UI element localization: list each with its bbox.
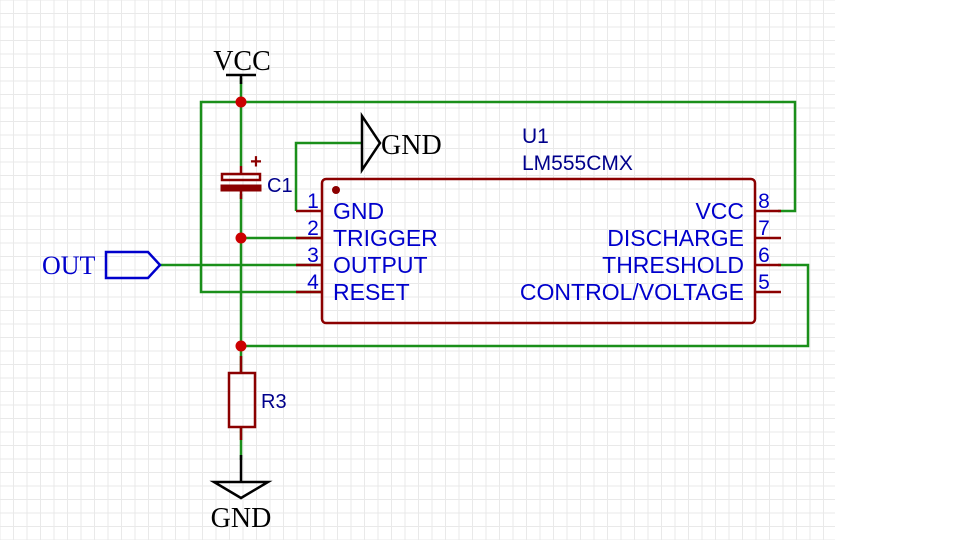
junctions — [235, 96, 247, 352]
junction-threshold — [235, 340, 247, 352]
vcc-label: VCC — [213, 46, 271, 77]
wire-vcc-loop — [241, 100, 797, 213]
ic-pin-number: 7 — [758, 217, 770, 240]
out-port-flag — [104, 250, 162, 280]
gnd-top-triangle — [360, 111, 382, 175]
ic-pin-number: 5 — [758, 271, 770, 294]
ic-pin-number: 8 — [758, 190, 770, 213]
ic-u1[interactable]: U1 LM555CMX 1 GND 2 TRIGGER 3 OUTPUT 4 RESET 8V… — [296, 125, 781, 325]
out-port-label: OUT — [42, 251, 96, 280]
capacitor-c1[interactable]: + C1 — [220, 151, 293, 199]
ic-pin-label: THRESHOLD — [602, 252, 744, 278]
gnd-top-symbol: GND — [360, 111, 442, 175]
junction-vcc — [235, 96, 247, 108]
ic-pin1-dot — [332, 186, 340, 194]
gnd-bottom-label: GND — [211, 503, 272, 534]
ic-pin-number: 2 — [307, 217, 319, 240]
gnd-top-label: GND — [381, 130, 442, 161]
cap-polarity-mark: + — [250, 151, 262, 173]
wires — [160, 78, 810, 460]
ic-part-number: LM555CMX — [522, 152, 633, 175]
vcc-symbol: VCC — [213, 46, 271, 84]
cap-plate-positive — [220, 172, 262, 182]
gnd-bottom-symbol: GND — [209, 455, 273, 534]
ic-pin-number: 3 — [307, 244, 319, 267]
ic-pin-number: 1 — [307, 190, 319, 213]
ic-designator: U1 — [522, 125, 549, 148]
wire-gnd-top — [294, 141, 362, 211]
ic-pin-label: CONTROL/VOLTAGE — [520, 279, 744, 305]
ic-pin-number: 6 — [758, 244, 770, 267]
ic-pin-label: RESET — [333, 279, 410, 305]
ic-pin-label: OUTPUT — [333, 252, 428, 278]
res-designator: R3 — [261, 391, 287, 413]
ic-pin-label: VCC — [695, 198, 744, 224]
background-grid — [0, 0, 835, 540]
resistor-r3[interactable]: R3 — [227, 356, 287, 440]
ic-pin-label: DISCHARGE — [607, 225, 744, 251]
ic-pins-left: 1 GND 2 TRIGGER 3 OUTPUT 4 RESET — [296, 190, 438, 305]
ic-pin-number: 4 — [307, 271, 319, 294]
ic-body — [320, 177, 757, 325]
gnd-bottom-triangle — [209, 480, 273, 500]
junction-trigger — [235, 232, 247, 244]
cap-plate-negative — [220, 184, 262, 192]
wire-reset-loop — [199, 100, 322, 294]
cap-designator: C1 — [267, 175, 293, 197]
ic-pin-label: TRIGGER — [333, 225, 438, 251]
out-port[interactable]: OUT — [42, 250, 162, 280]
ic-pins-right: 8 VCC 7 DISCHARGE 6 THRESHOLD 5 CONTROL/VOLTAGE — [520, 190, 781, 305]
ic-pin-label: GND — [333, 198, 384, 224]
wire-threshold-loop — [241, 263, 810, 348]
